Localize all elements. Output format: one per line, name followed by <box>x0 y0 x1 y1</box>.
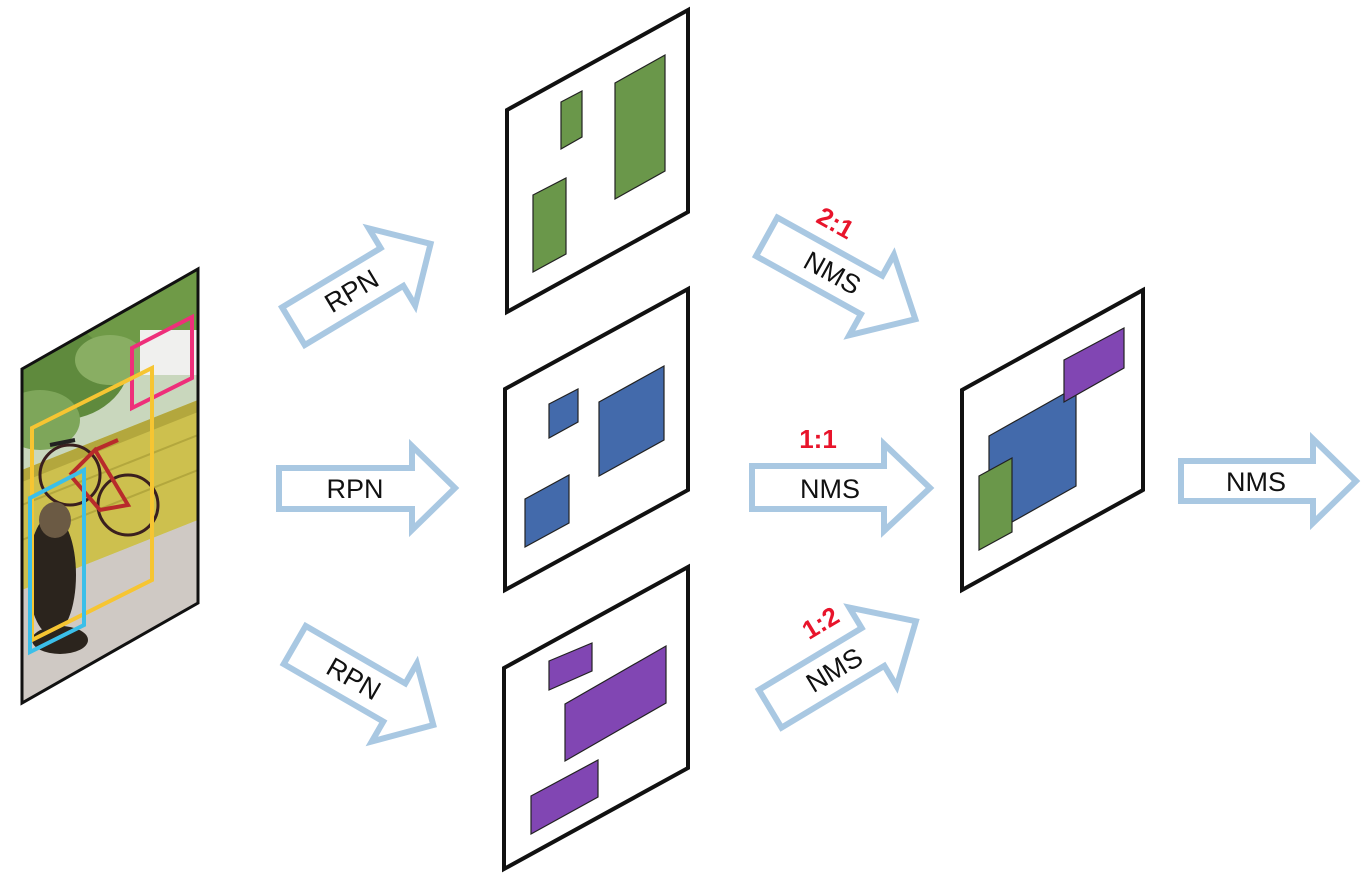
proposal-purple-1 <box>548 642 593 691</box>
detection-box-car <box>130 313 194 412</box>
input-image <box>20 266 200 706</box>
ratio-label-mid: 1:1 <box>799 424 837 454</box>
proposal-green-1 <box>560 90 583 151</box>
proposal-green-3 <box>532 177 567 274</box>
merged-panel <box>960 286 1145 594</box>
proposal-blue-1 <box>548 388 579 440</box>
merged-green-box <box>978 456 1013 552</box>
nms-arrow-mid: NMS <box>749 436 935 538</box>
detection-box-dog <box>28 466 86 656</box>
proposal-blue-2 <box>598 364 665 478</box>
rpn-arrow-mid: RPN <box>276 438 460 538</box>
nms-arrow-final: NMS <box>1178 431 1361 531</box>
nms-arrow-final-label: NMS <box>1226 467 1286 497</box>
feature-panel-bot <box>502 563 690 873</box>
ratio-label-bot: 1:2 <box>797 600 845 645</box>
nms-arrow-mid-label: NMS <box>800 474 860 504</box>
proposal-purple-2 <box>564 644 667 763</box>
merged-purple-box <box>1063 327 1125 404</box>
nms-arrow-top: NMS <box>751 213 920 340</box>
proposal-purple-3 <box>530 758 599 836</box>
rpn-arrow-bot: RPN <box>279 621 437 747</box>
feature-panel-top <box>505 6 690 316</box>
nms-arrow-bot: NMS <box>754 603 920 732</box>
rpn-arrow-mid-label: RPN <box>326 474 383 504</box>
proposal-green-2 <box>614 53 666 201</box>
feature-panel-mid <box>503 285 690 594</box>
proposal-blue-3 <box>524 473 570 549</box>
rpn-arrow-top: RPN <box>277 223 435 350</box>
